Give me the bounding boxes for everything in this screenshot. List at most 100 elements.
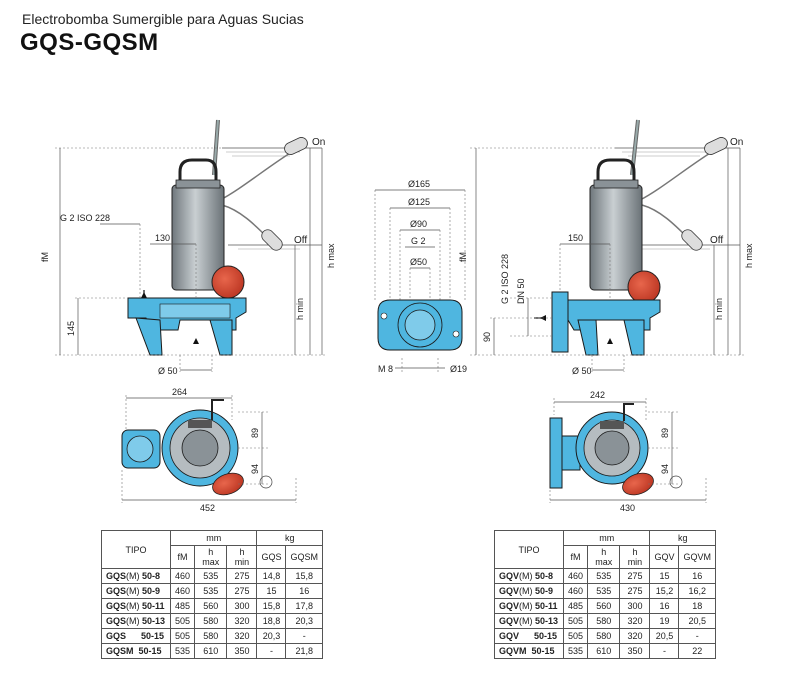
value-cell: 485 [169,598,196,614]
right-pump-top-view [549,398,707,503]
document-title: GQS-GQSM [20,29,159,56]
value-cell: 300 [226,598,258,614]
col-group-kg: kg [649,530,716,546]
right-90-label: 90 [482,332,492,342]
value-cell: 16 [285,583,323,599]
value-cell: 16 [678,568,716,584]
col-fm: fM [169,545,196,569]
flange-d90-label: Ø90 [410,219,427,229]
value-cell: - [256,643,287,659]
value-cell: 15,8 [256,598,287,614]
value-cell: 505 [169,613,196,629]
value-cell: 320 [619,628,651,644]
left-off-label: Off [294,235,307,246]
value-cell: 580 [194,628,228,644]
col-hmax: h max [194,545,228,569]
value-cell: 15 [649,568,680,584]
value-cell: 275 [619,583,651,599]
right-fm-label: fM [458,252,468,262]
model-cell: GQV 50-15 [494,628,564,644]
right-dn50-label: DN 50 [516,278,526,304]
model-cell: GQS(M) 50-11 [101,598,171,614]
right-off-label: Off [710,235,723,246]
value-cell: 505 [169,628,196,644]
value-cell: 350 [226,643,258,659]
value-cell: 15,2 [649,583,680,599]
value-cell: 21,8 [285,643,323,659]
left-fm-label: fM [40,252,50,262]
value-cell: 560 [194,598,228,614]
left-thread-label: G 2 ISO 228 [60,213,110,223]
value-cell: 22 [678,643,716,659]
model-cell: GQV(M) 50-11 [494,598,564,614]
value-cell: 560 [587,598,621,614]
value-cell: - [285,628,323,644]
value-cell: - [649,643,680,659]
table-row: GQS(M) 50-11 485 560 300 15,8 17,8 [101,598,323,614]
col-tipo: TIPO [494,530,564,569]
right-thread-label: G 2 ISO 228 [500,254,510,304]
left-145-label: 145 [66,321,76,336]
col-tipo: TIPO [101,530,171,569]
right-150-label: 150 [568,233,583,243]
value-cell: 18 [678,598,716,614]
table-row: GQS 50-15 505 580 320 20,3 - [101,628,323,644]
table-row: GQV(M) 50-13 505 580 320 19 20,5 [494,613,716,629]
left-hmax-label: h max [326,243,336,268]
value-cell: 20,5 [678,613,716,629]
right-94-label: 94 [660,464,670,474]
model-cell: GQV(M) 50-9 [494,583,564,599]
table-row: GQV(M) 50-11 485 560 300 16 18 [494,598,716,614]
flange-d165-label: Ø165 [408,179,430,189]
left-on-label: On [312,137,325,148]
table-row: GQV(M) 50-9 460 535 275 15,2 16,2 [494,583,716,599]
value-cell: 320 [226,613,258,629]
left-94-label: 94 [250,464,260,474]
value-cell: 14,8 [256,568,287,584]
table-row: GQV(M) 50-8 460 535 275 15 16 [494,568,716,584]
col-group-kg: kg [256,530,323,546]
value-cell: 16,2 [678,583,716,599]
model-cell: GQS 50-15 [101,628,171,644]
value-cell: 485 [562,598,589,614]
col-group-mm: mm [169,530,258,546]
right-pump-side-view [470,119,745,372]
value-cell: 15,8 [285,568,323,584]
value-cell: 610 [194,643,228,659]
value-cell: 535 [562,643,589,659]
col-group-mm: mm [562,530,651,546]
left-264-label: 264 [172,387,187,397]
value-cell: 16 [649,598,680,614]
right-d50-label: Ø 50 [572,366,592,376]
document-subtitle: Electrobomba Sumergible para Aguas Sucia… [22,11,304,27]
left-89-label: 89 [250,428,260,438]
flange-detail [374,189,466,372]
value-cell: 535 [587,583,621,599]
table-row: GQSM 50-15 535 610 350 - 21,8 [101,643,323,659]
value-cell: 20,5 [649,628,680,644]
right-242-label: 242 [590,390,605,400]
flange-d125-label: Ø125 [408,197,430,207]
value-cell: 275 [226,568,258,584]
value-cell: 300 [619,598,651,614]
col-hmax: h max [587,545,621,569]
model-cell: GQSM 50-15 [101,643,171,659]
value-cell: 460 [562,568,589,584]
left-pump-top-view [121,395,297,503]
model-cell: GQV(M) 50-13 [494,613,564,629]
col-fm: fM [562,545,589,569]
right-430-label: 430 [620,503,635,513]
flange-g2-label: G 2 [411,236,426,246]
flange-m8-label: M 8 [378,364,393,374]
value-cell: 505 [562,613,589,629]
value-cell: 275 [619,568,651,584]
value-cell: 535 [194,568,228,584]
value-cell: 505 [562,628,589,644]
table-row: GQS(M) 50-8 460 535 275 14,8 15,8 [101,568,323,584]
right-hmin-label: h min [714,298,724,320]
gqs-spec-table: TIPO mm kg fM h max h min GQS GQSM GQS(M… [101,530,323,659]
model-cell: GQVM 50-15 [494,643,564,659]
value-cell: 18,8 [256,613,287,629]
left-130-label: 130 [155,233,170,243]
